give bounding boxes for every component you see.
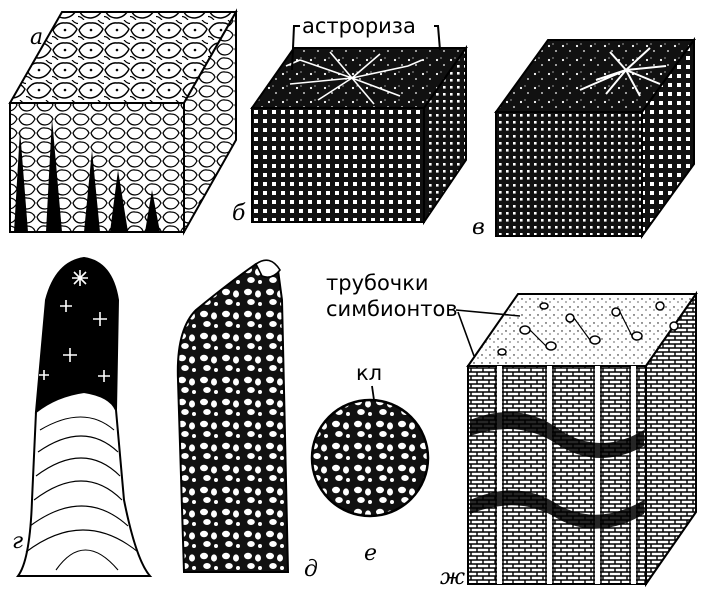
kl-label: кл: [356, 361, 382, 385]
panel-v-cube: [496, 40, 694, 236]
panel-b-cube: [252, 48, 466, 222]
panel-g-layered-base: [18, 392, 150, 576]
panel-a-letter: а: [30, 25, 43, 50]
panel-g-column: [18, 258, 150, 576]
panel-e-disc: [312, 400, 428, 516]
panel-zh-front-face: [468, 366, 646, 584]
panel-e-letter: е: [364, 541, 377, 566]
symbiont-tubes-label-line1: трубочки: [326, 271, 429, 295]
panel-b-front-face: [252, 108, 424, 222]
panel-b-letter: б: [232, 201, 246, 226]
symbiont-tubes-label-line2: симбионтов: [326, 297, 458, 321]
panel-d-outline: [178, 261, 288, 572]
panel-d-fragment: [178, 260, 288, 572]
panel-a-cube: [10, 12, 236, 232]
panel-e-kl-pointer: [372, 386, 374, 400]
panel-zh-letter: ж: [440, 565, 465, 590]
panel-e-section: [312, 386, 428, 516]
astrorhiza-label: астрориза: [302, 14, 416, 38]
panel-v-front-face: [496, 112, 642, 236]
panel-d-letter: д: [304, 557, 318, 582]
panel-zh-cube: [468, 294, 696, 584]
panel-g-letter: г: [12, 529, 23, 554]
panel-v-letter: в: [472, 215, 485, 240]
